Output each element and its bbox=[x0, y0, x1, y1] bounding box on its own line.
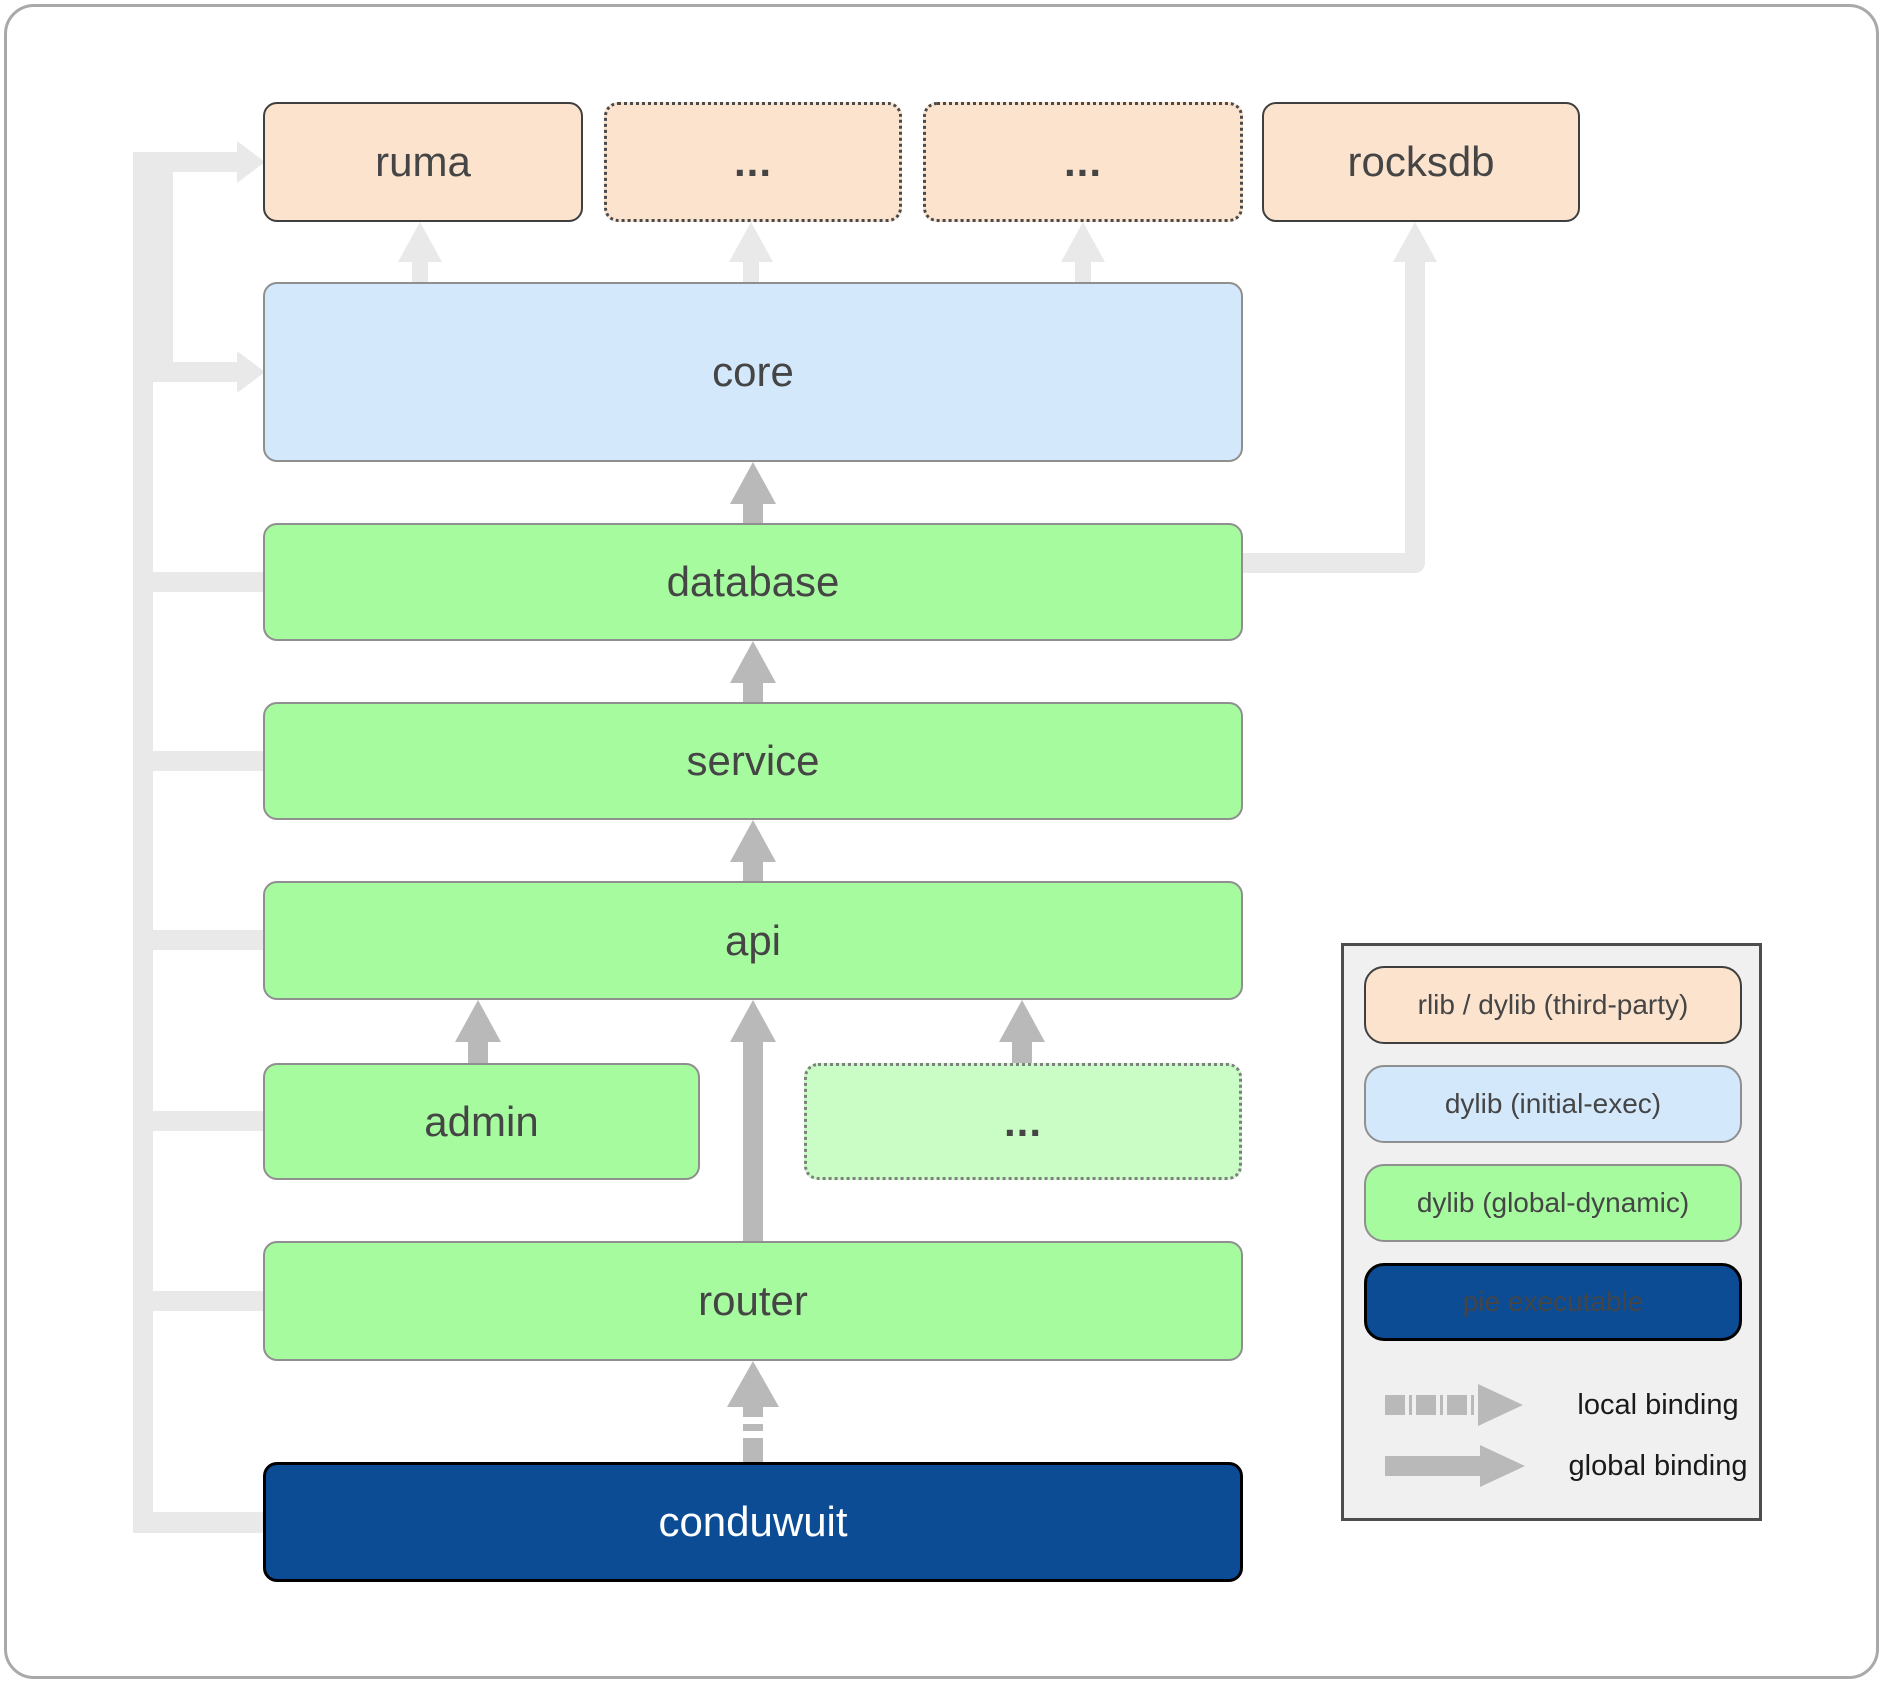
legend-global-binding-label: global binding bbox=[1568, 1449, 1748, 1482]
legend-item-third-party-label: rlib / dylib (third-party) bbox=[1417, 989, 1689, 1020]
node-admin-label: admin bbox=[424, 1097, 539, 1145]
bus-branch-core bbox=[153, 362, 237, 382]
edge-service-database-arrowhead bbox=[730, 641, 776, 683]
edge-database-rocksdb-vshaft bbox=[1405, 256, 1425, 563]
edge-core-ruma-shaft bbox=[412, 256, 428, 282]
node-api-label: api bbox=[724, 916, 782, 964]
node-router-label: router bbox=[698, 1277, 808, 1324]
legend-item-third-party: rlib / dylib (third-party) bbox=[1364, 966, 1742, 1044]
node-ruma: ruma bbox=[263, 102, 583, 222]
edge-database-rocksdb-arrowhead bbox=[1393, 222, 1437, 262]
edge-database-rocksdb-hshaft bbox=[1243, 553, 1425, 573]
edge-modules-api-arrowhead bbox=[999, 1000, 1045, 1042]
edge-core-thirdparty1-arrowhead bbox=[729, 222, 773, 262]
legend-panel: rlib / dylib (third-party) dylib (initia… bbox=[1341, 943, 1762, 1521]
legend-local-binding-arrowhead bbox=[1478, 1384, 1523, 1426]
legend-item-initial-exec: dylib (initial-exec) bbox=[1364, 1065, 1742, 1143]
edge-core-thirdparty2-arrowhead bbox=[1061, 222, 1105, 262]
edge-conduwuit-router-dashed-shaft bbox=[743, 1403, 763, 1462]
edge-router-api-arrowhead bbox=[730, 1000, 776, 1042]
legend-item-pie-executable-label: pie executable bbox=[1462, 1286, 1644, 1317]
node-rocksdb: rocksdb bbox=[1262, 102, 1580, 222]
legend-item-initial-exec-label: dylib (initial-exec) bbox=[1444, 1088, 1662, 1119]
node-router: router bbox=[263, 1241, 1243, 1361]
bus-rail-inner bbox=[153, 172, 173, 382]
edge-api-service-shaft bbox=[743, 856, 763, 881]
node-third-party-more-2-label: ... bbox=[1063, 138, 1102, 185]
edge-admin-api-arrowhead bbox=[455, 1000, 501, 1042]
node-admin: admin bbox=[263, 1063, 700, 1180]
node-core-label: core bbox=[712, 348, 794, 395]
legend-item-pie-executable: pie executable bbox=[1364, 1263, 1742, 1341]
node-ruma-label: ruma bbox=[375, 138, 471, 185]
legend-item-global-dynamic-label: dylib (global-dynamic) bbox=[1416, 1187, 1690, 1218]
bus-branch-router bbox=[133, 1291, 263, 1311]
node-modules-more-label: ... bbox=[1003, 1097, 1042, 1145]
legend-item-global-dynamic: dylib (global-dynamic) bbox=[1364, 1164, 1742, 1242]
edge-api-service-arrowhead bbox=[730, 820, 776, 862]
edge-modules-api-shaft bbox=[1012, 1036, 1032, 1063]
node-third-party-more-1: ... bbox=[604, 102, 902, 222]
bus-branch-ruma bbox=[133, 152, 237, 172]
legend-local-binding-label: local binding bbox=[1577, 1388, 1739, 1421]
edge-admin-api-shaft bbox=[468, 1036, 488, 1063]
edge-database-core-shaft bbox=[743, 498, 763, 523]
edge-database-core-arrowhead bbox=[730, 462, 776, 504]
node-core: core bbox=[263, 282, 1243, 462]
bus-branch-database bbox=[133, 572, 263, 592]
edge-core-ruma-arrowhead bbox=[398, 222, 442, 262]
node-modules-more: ... bbox=[804, 1063, 1242, 1180]
legend-local-binding-arrow bbox=[1385, 1395, 1478, 1415]
node-third-party-more-1-label: ... bbox=[733, 138, 772, 185]
node-rocksdb-label: rocksdb bbox=[1347, 138, 1495, 185]
canvas-border bbox=[4, 4, 1879, 1679]
bus-branch-admin bbox=[133, 1111, 263, 1131]
node-service-label: service bbox=[686, 737, 820, 784]
bus-branch-conduwuit bbox=[133, 1512, 263, 1533]
node-service: service bbox=[263, 702, 1243, 820]
bus-arrowhead-core bbox=[237, 351, 265, 393]
legend-global-binding-arrow bbox=[1385, 1456, 1480, 1476]
edge-core-thirdparty2-shaft bbox=[1075, 256, 1091, 282]
bus-arrowhead-ruma bbox=[237, 141, 265, 183]
edge-router-api-shaft bbox=[743, 1036, 763, 1241]
node-database: database bbox=[263, 523, 1243, 641]
node-conduwuit: conduwuit bbox=[263, 1462, 1243, 1582]
bus-rail-outer bbox=[133, 152, 153, 1533]
node-conduwuit-label: conduwuit bbox=[658, 1498, 848, 1545]
edge-service-database-shaft bbox=[743, 677, 763, 702]
edge-conduwuit-router-arrowhead bbox=[727, 1361, 779, 1407]
node-api: api bbox=[263, 881, 1243, 1000]
bus-branch-service bbox=[133, 751, 263, 771]
legend-global-binding-arrowhead bbox=[1480, 1445, 1525, 1487]
bus-branch-api bbox=[133, 930, 263, 950]
edge-core-thirdparty1-shaft bbox=[743, 256, 759, 282]
node-third-party-more-2: ... bbox=[923, 102, 1243, 222]
node-database-label: database bbox=[666, 558, 840, 605]
